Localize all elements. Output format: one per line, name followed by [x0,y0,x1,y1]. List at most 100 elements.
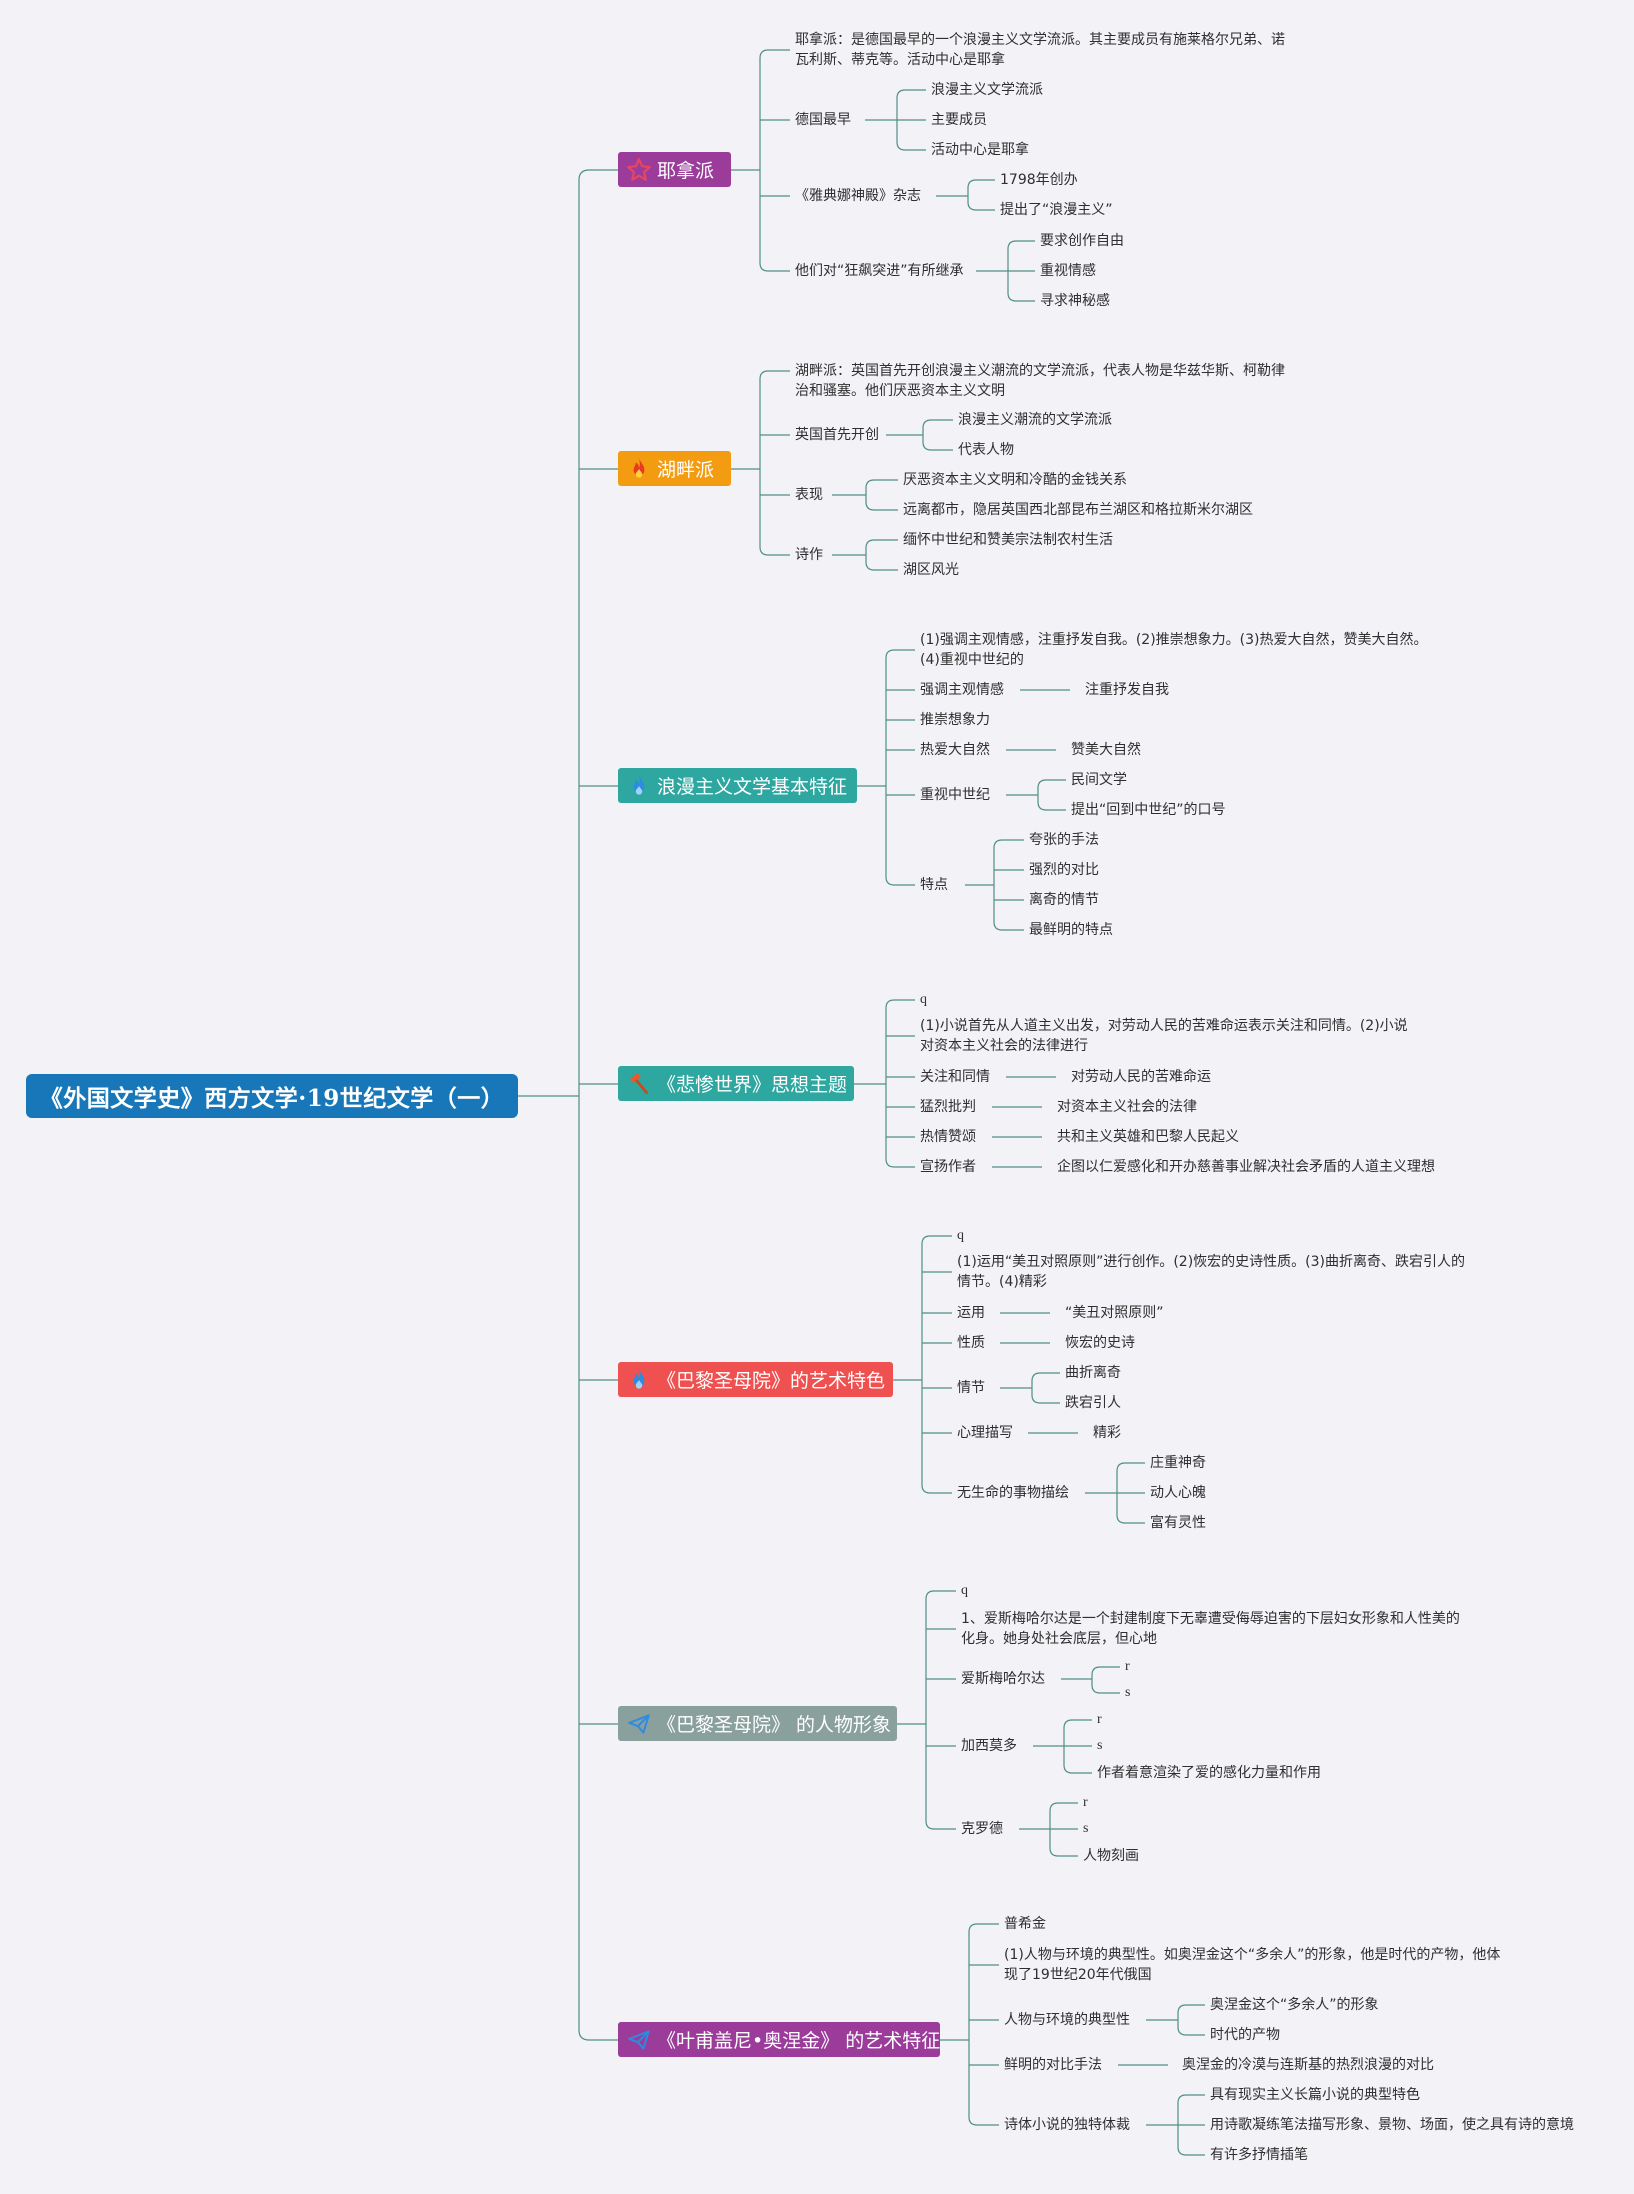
root-topic[interactable]: 《外国文学史》西方文学·19世纪文学（一） [26,1074,518,1118]
node-text[interactable]: 共和主义英雄和巴黎人民起义 [1057,1129,1239,1145]
branch-les-miserables-theme[interactable]: 《悲惨世界》思想主题 [618,1066,854,1101]
node-text[interactable]: “美丑对照原则” [1065,1305,1164,1321]
node-text[interactable]: (1)小说首先从人道主义出发，对劳动人民的苦难命运表示关注和同情。(2)小说对资… [920,1018,1408,1054]
node-text[interactable]: 活动中心是耶拿 [931,142,1029,158]
node-text[interactable]: 热爱大自然 [920,742,990,758]
node-text[interactable]: 有许多抒情插笔 [1210,2147,1308,2163]
node-text[interactable]: r [1125,1659,1130,1674]
node-text[interactable]: q [920,992,927,1007]
node-text[interactable]: 赞美大自然 [1071,742,1141,758]
node-text[interactable]: 精彩 [1093,1425,1121,1441]
node-text[interactable]: 他们对“狂飙突进”有所继承 [795,263,964,279]
node-text[interactable]: 寻求神秘感 [1040,293,1110,309]
node-text[interactable]: 曲折离奇 [1065,1365,1121,1381]
node-text[interactable]: 庄重神奇 [1150,1455,1206,1471]
node-text[interactable]: 代表人物 [958,442,1014,458]
node-text[interactable]: 要求创作自由 [1040,233,1124,249]
node-text[interactable]: 企图以仁爱感化和开办慈善事业解决社会矛盾的人道主义理想 [1057,1159,1435,1175]
node-text[interactable]: r [1083,1795,1088,1810]
node-text[interactable]: 关注和同情 [920,1069,990,1085]
fire-icon [633,457,645,478]
branch-romantic-features[interactable]: 浪漫主义文学基本特征 [618,768,857,803]
node-text[interactable]: (1)人物与环境的典型性。如奥涅金这个“多余人”的形象，他是时代的产物，他体现了… [1004,1947,1501,1983]
node-text[interactable]: 最鲜明的特点 [1029,922,1113,938]
branch-lake-school[interactable]: 湖畔派 [618,451,731,486]
node-text[interactable]: 富有灵性 [1150,1515,1206,1531]
node-text[interactable]: 用诗歌凝练笔法描写形象、景物、场面，使之具有诗的意境 [1210,2117,1574,2133]
branch-notre-dame-art[interactable]: 《巴黎圣母院》的艺术特色 [618,1362,893,1397]
node-text[interactable]: 远离都市，隐居英国西北部昆布兰湖区和格拉斯米尔湖区 [903,502,1253,518]
node-text[interactable]: 湖畔派：英国首先开创浪漫主义潮流的文学流派，代表人物是华兹华斯、柯勒律治和骚塞。… [795,363,1285,399]
node-text[interactable]: 无生命的事物描绘 [957,1485,1069,1501]
node-text[interactable]: 湖区风光 [903,562,959,578]
branch-label: 浪漫主义文学基本特征 [657,776,848,798]
node-text[interactable]: 爱斯梅哈尔达 [961,1671,1045,1687]
branch-jena-school[interactable]: 耶拿派 [618,152,731,187]
node-text[interactable]: 注重抒发自我 [1085,682,1169,698]
node-text[interactable]: 运用 [957,1305,985,1321]
node-text[interactable]: 缅怀中世纪和赞美宗法制农村生活 [903,532,1113,548]
branch-notre-dame-characters[interactable]: 《巴黎圣母院》 的人物形象 [618,1706,897,1741]
node-text[interactable]: 性质 [957,1335,985,1351]
node-text[interactable]: 1、爱斯梅哈尔达是一个封建制度下无辜遭受侮辱迫害的下层妇女形象和人性美的化身。她… [961,1611,1460,1647]
node-text[interactable]: s [1097,1738,1103,1753]
connector-line [578,2029,618,2041]
node-text[interactable]: 时代的产物 [1210,2027,1280,2043]
node-text[interactable]: 动人心魄 [1150,1485,1206,1501]
node-text[interactable]: 加西莫多 [961,1738,1017,1754]
node-text[interactable]: s [1125,1685,1131,1700]
node-text[interactable]: 热情赞颂 [920,1129,976,1145]
node-text[interactable]: 宣扬作者 [920,1159,976,1175]
node-text[interactable]: 情节 [957,1380,985,1396]
node-text[interactable]: 普希金 [1004,1916,1046,1932]
node-text[interactable]: 耶拿派：是德国最早的一个浪漫主义文学流派。其主要成员有施莱格尔兄弟、诺瓦利斯、蒂… [795,32,1285,68]
node-text[interactable]: 1798年创办 [1000,172,1078,188]
node-text[interactable]: 特点 [920,877,948,893]
connector-line [1049,1847,1078,1857]
node-text[interactable]: 表现 [795,487,823,503]
node-text[interactable]: 德国最早 [795,112,851,128]
node-text[interactable]: 诗作 [795,547,823,563]
node-text[interactable]: 民间文学 [1071,772,1127,788]
node-text[interactable]: 强调主观情感 [920,682,1004,698]
node-text[interactable]: 厌恶资本主义文明和冷酷的金钱关系 [903,472,1127,488]
node-text[interactable]: 强烈的对比 [1029,862,1099,878]
node-text[interactable]: 提出了“浪漫主义” [1000,202,1113,218]
node-text[interactable]: q [961,1583,968,1598]
node-text[interactable]: 主要成员 [931,112,987,128]
node-text[interactable]: 夸张的手法 [1029,832,1099,848]
node-text[interactable]: (1)强调主观情感，注重抒发自我。(2)推崇想象力。(3)热爱大自然，赞美大自然… [920,632,1428,668]
branch-onegin-art[interactable]: 《叶甫盖尼•奥涅金》 的艺术特征 [618,2022,940,2057]
node-text[interactable]: 心理描写 [957,1425,1013,1441]
node-text[interactable]: 诗体小说的独特体裁 [1004,2117,1130,2133]
connector-line [1177,2094,1205,2104]
node-text[interactable]: 离奇的情节 [1029,892,1099,908]
node-text[interactable]: 浪漫主义潮流的文学流派 [958,412,1112,428]
node-text[interactable]: 《雅典娜神殿》杂志 [795,188,921,204]
node-text[interactable]: q [957,1228,964,1243]
node-text[interactable]: 恢宏的史诗 [1065,1335,1135,1351]
node-text[interactable]: 对资本主义社会的法律 [1057,1099,1197,1115]
node-text[interactable]: 英国首先开创 [795,427,879,443]
node-text[interactable]: 具有现实主义长篇小说的典型特色 [1210,2087,1420,2103]
node-text[interactable]: 提出“回到中世纪”的口号 [1071,802,1226,818]
node-text[interactable]: 人物刻画 [1083,1848,1139,1864]
node-text[interactable]: 浪漫主义文学流派 [931,82,1043,98]
node-text[interactable]: s [1083,1821,1089,1836]
node-text[interactable]: 鲜明的对比手法 [1004,2057,1102,2073]
node-text[interactable]: 重视情感 [1040,263,1096,279]
node-text[interactable]: 奥涅金的冷漠与连斯基的热烈浪漫的对比 [1182,2057,1434,2073]
node-text[interactable]: 对劳动人民的苦难命运 [1071,1069,1211,1085]
node-text[interactable]: 推崇想象力 [920,712,990,728]
node-text[interactable]: 克罗德 [961,1821,1003,1837]
node-text[interactable]: 重视中世纪 [920,787,990,803]
connector-line [967,179,995,189]
node-text[interactable]: r [1097,1712,1102,1727]
node-text[interactable]: (1)运用“美丑对照原则”进行创作。(2)恢宏的史诗性质。(3)曲折离奇、跌宕引… [957,1254,1465,1290]
node-text[interactable]: 跌宕引人 [1065,1395,1121,1411]
node-text[interactable]: 奥涅金这个“多余人”的形象 [1210,1997,1379,2013]
connector-line [968,2116,999,2126]
node-text[interactable]: 作者着意渲染了爱的感化力量和作用 [1097,1765,1321,1781]
node-text[interactable]: 猛烈批判 [920,1099,976,1115]
node-text[interactable]: 人物与环境的典型性 [1004,2012,1130,2028]
